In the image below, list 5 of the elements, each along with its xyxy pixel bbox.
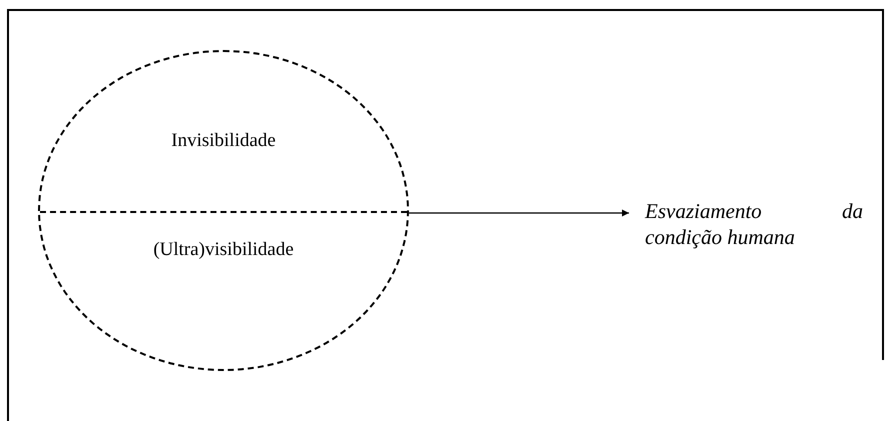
outcome-label: Esvaziamento da condição humana (645, 198, 863, 250)
region-label: Invisibilidade (170, 130, 277, 152)
region-label: (Ultra)visibilidade (152, 239, 295, 262)
arrow (409, 210, 629, 216)
dashed-ellipse (38, 50, 409, 371)
